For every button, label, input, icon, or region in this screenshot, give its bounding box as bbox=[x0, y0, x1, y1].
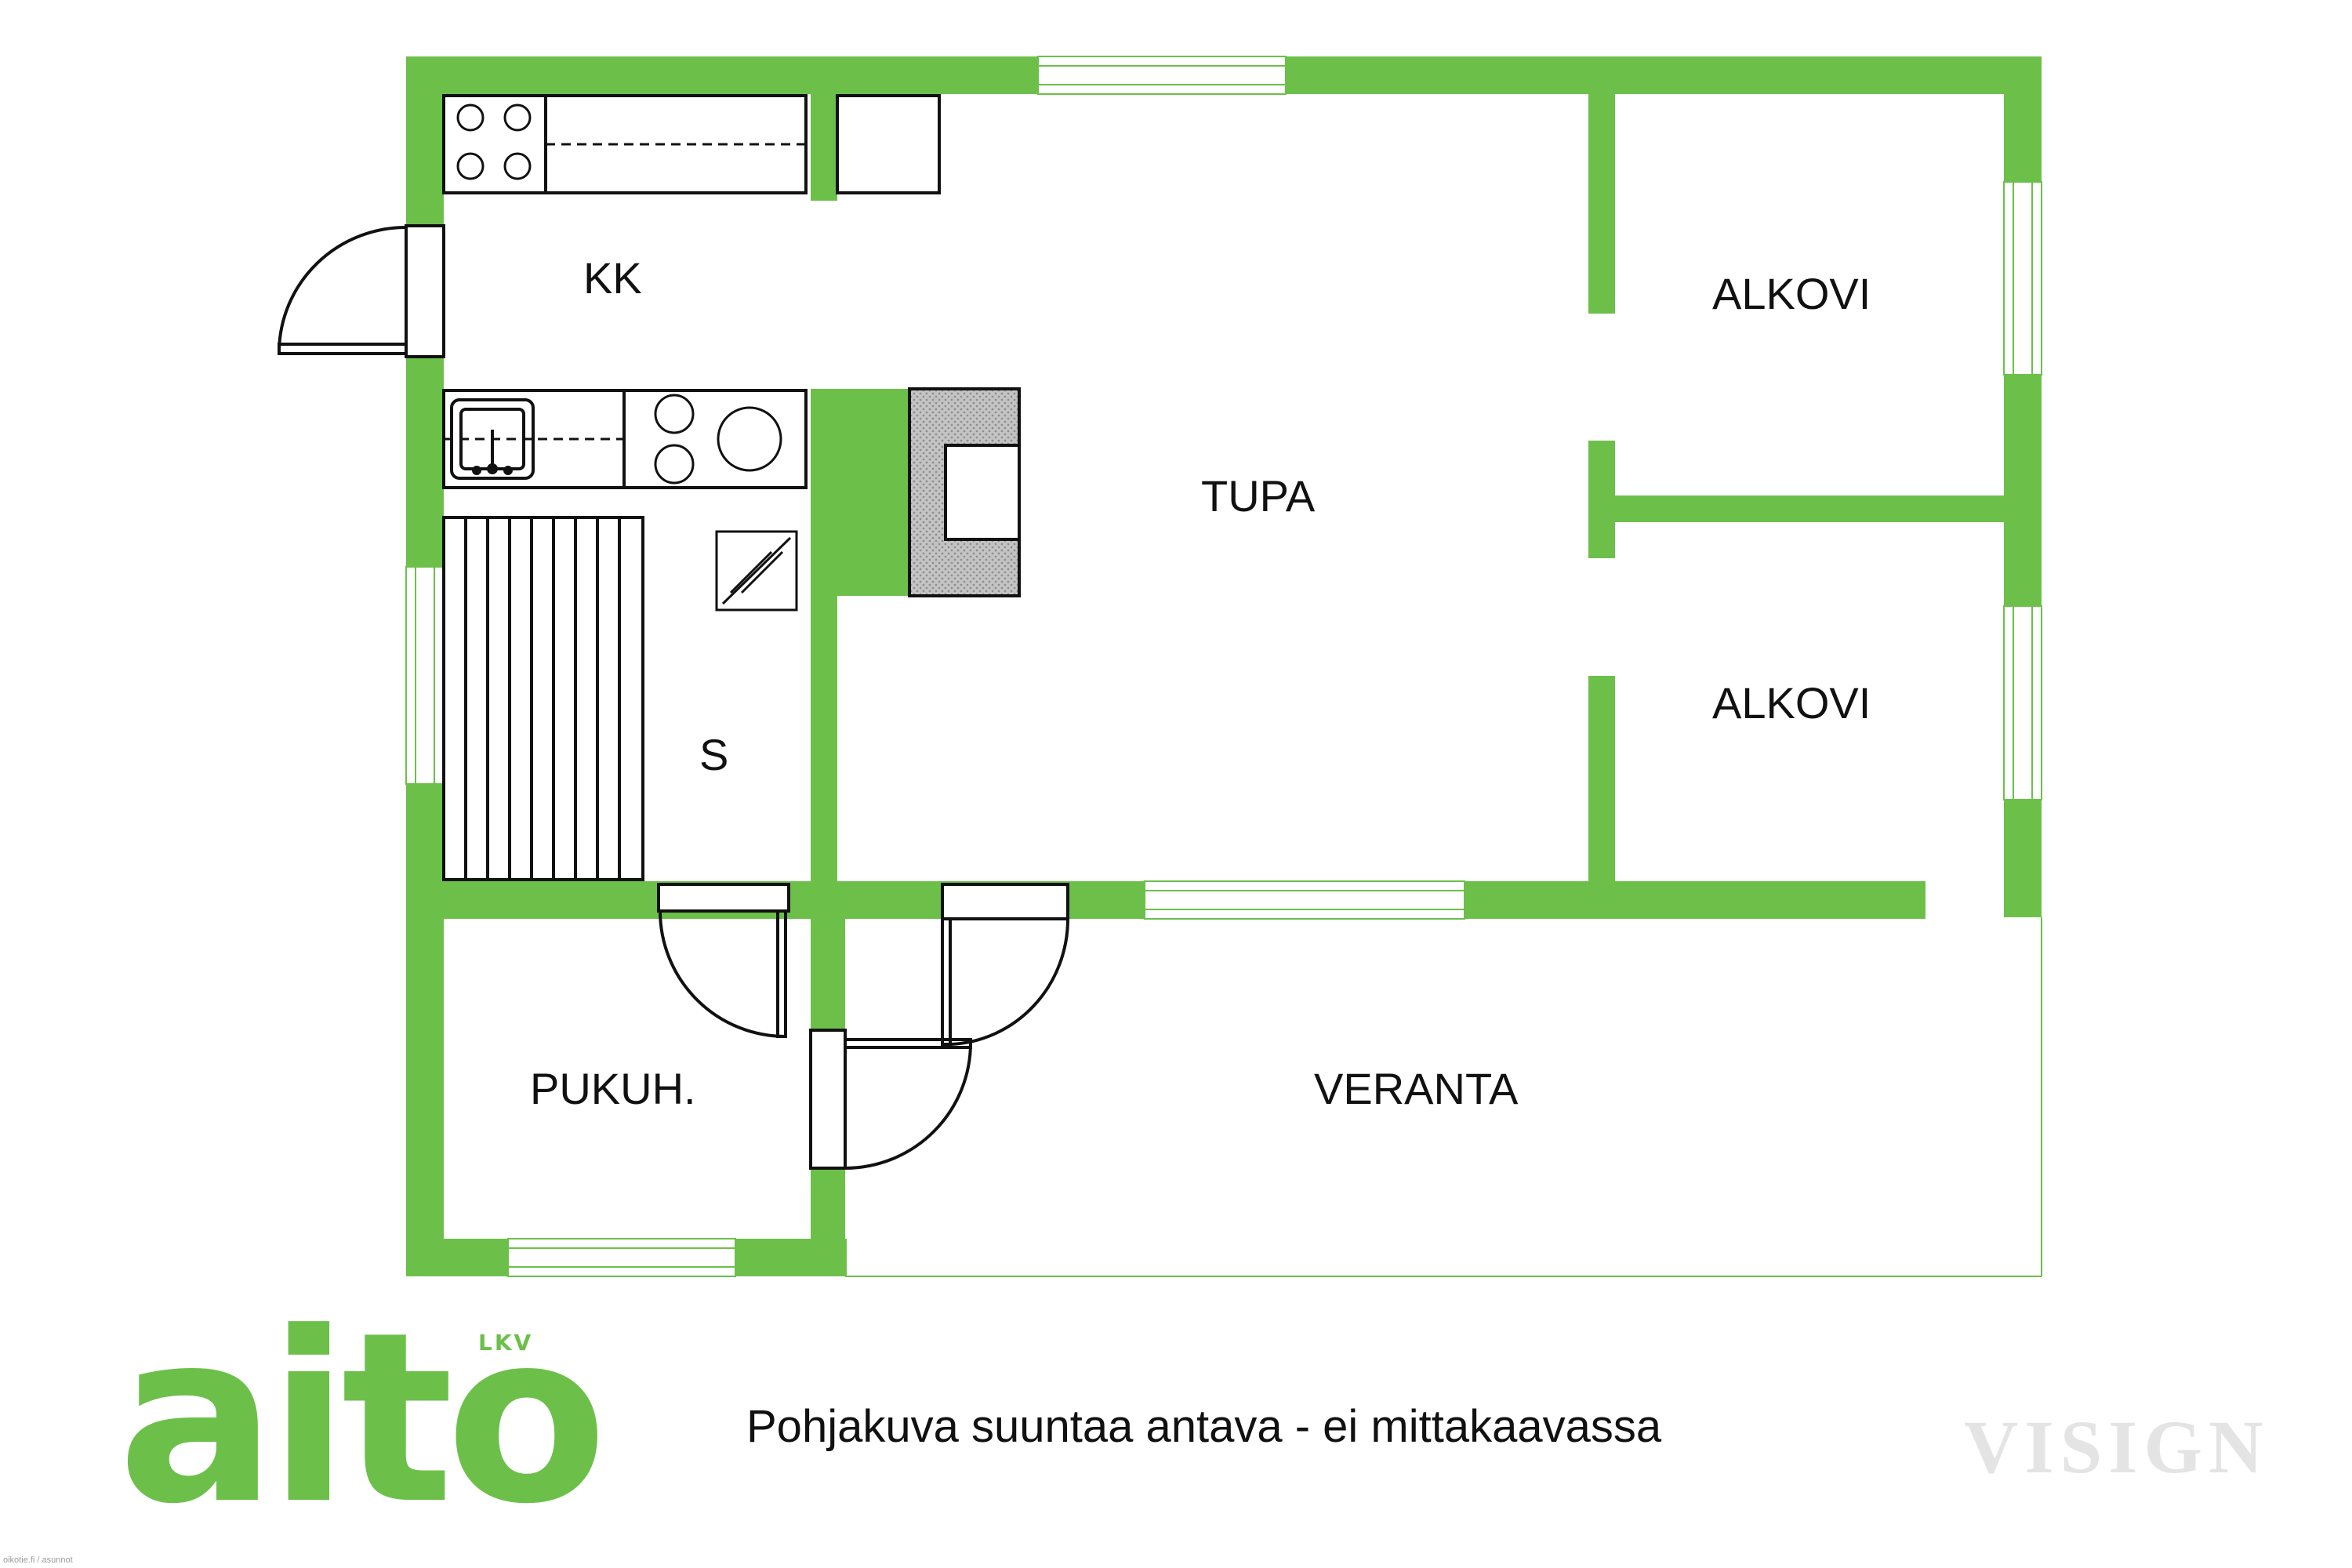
upper-counter bbox=[442, 94, 941, 194]
sauna-stove-icon bbox=[715, 530, 798, 612]
logo-sub: LKV bbox=[478, 1330, 534, 1356]
fireplace-icon bbox=[908, 387, 1021, 597]
sink-icon bbox=[450, 398, 535, 480]
room-label-veranta: VERANTA bbox=[1314, 1064, 1519, 1113]
room-label-alkovi-lower: ALKOVI bbox=[1712, 678, 1871, 728]
hob-lower-icon bbox=[654, 394, 782, 485]
room-label-kk: KK bbox=[583, 253, 642, 303]
sauna-bench-icon bbox=[442, 516, 644, 881]
room-label-pukuh: PUKUH. bbox=[530, 1064, 696, 1113]
room-label-tupa: TUPA bbox=[1201, 471, 1316, 521]
hob-upper-icon bbox=[456, 103, 532, 180]
aito-logo: aito LKV bbox=[118, 1301, 608, 1537]
visign-watermark: VISIGN bbox=[1964, 1405, 2270, 1489]
windows bbox=[405, 56, 2042, 1277]
plan-disclaimer: Pohjakuva suuntaa antava - ei mittakaava… bbox=[746, 1401, 1662, 1452]
lower-counter bbox=[442, 389, 808, 489]
doors bbox=[278, 224, 1069, 1170]
veranda-outline bbox=[845, 917, 2042, 1277]
logo-word: aito bbox=[118, 1282, 608, 1555]
room-label-alkovi-upper: ALKOVI bbox=[1712, 269, 1871, 318]
interior-walls bbox=[444, 94, 2004, 1276]
room-label-s: S bbox=[699, 730, 728, 779]
footer-note: oikotie.fi / asunnot bbox=[3, 1555, 73, 1565]
